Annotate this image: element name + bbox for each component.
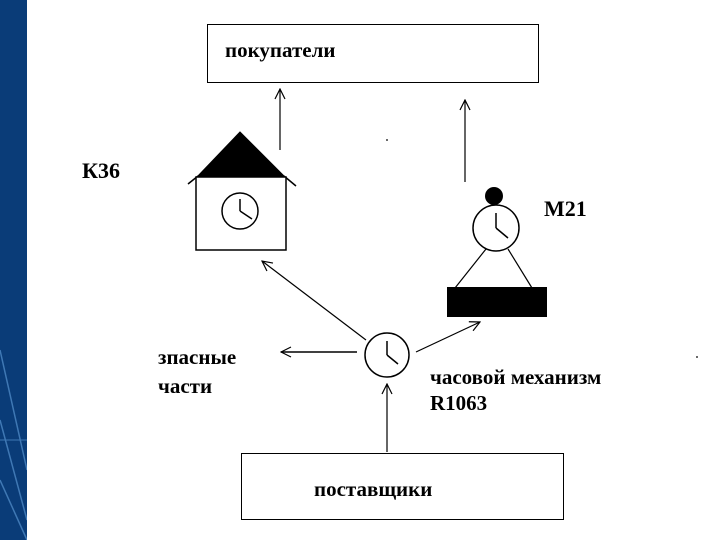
stray-dot xyxy=(386,139,388,141)
suppliers-label: поставщики xyxy=(314,477,433,501)
spare-parts-label-line1: зпасные xyxy=(158,345,237,369)
house-clock-icon xyxy=(187,131,297,251)
arrow-mechanism-to-m21 xyxy=(415,322,480,353)
spare-parts-label-line2: части xyxy=(158,374,213,398)
sidebar-decoration xyxy=(0,0,27,540)
m21-label: М21 xyxy=(544,196,587,221)
stray-dot xyxy=(696,356,698,358)
buyers-box xyxy=(207,24,539,83)
diagram-canvas xyxy=(27,0,720,540)
sidebar-lines xyxy=(0,349,27,540)
mechanism-label-line1: часовой механизм xyxy=(430,365,602,389)
figure-clock-icon xyxy=(447,187,547,317)
mechanism-label-line2: R1063 xyxy=(430,391,488,415)
buyers-label: покупатели xyxy=(225,38,336,62)
suppliers-box xyxy=(241,453,564,520)
arrow-mechanism-to-k36 xyxy=(262,261,367,341)
clock-mechanism-icon xyxy=(364,332,410,378)
k36-label: К36 xyxy=(82,158,120,183)
